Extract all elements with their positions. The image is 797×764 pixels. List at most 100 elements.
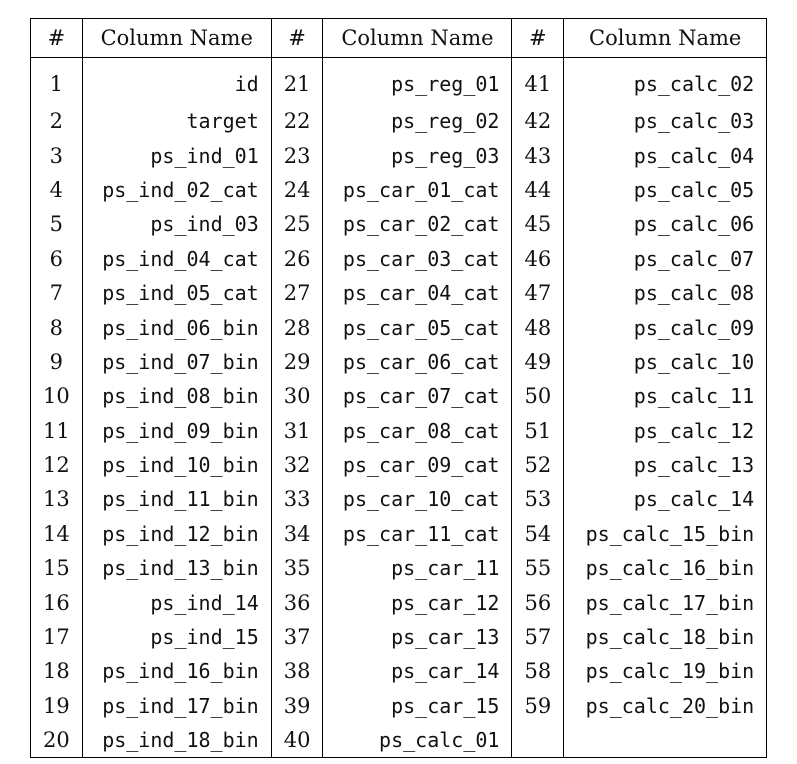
column-name-cell: ps_car_07_cat [322, 379, 513, 414]
row-index-cell: 16 [30, 585, 83, 620]
column-name-cell: ps_car_15 [322, 688, 513, 724]
row-index-cell: 35 [270, 551, 324, 586]
row-index-cell: 57 [511, 619, 565, 655]
row-index-cell: 39 [270, 688, 324, 724]
row-index-cell: 12 [30, 447, 83, 483]
row-index-cell: 32 [270, 447, 324, 483]
row-index-cell: 27 [270, 275, 324, 311]
column-name-cell: ps_car_10_cat [322, 482, 513, 517]
row-index-cell: 25 [270, 207, 324, 242]
header-column-name-3: Column Name [563, 18, 768, 58]
column-name-cell: ps_ind_14 [81, 585, 272, 620]
column-name-cell: ps_calc_10 [563, 344, 768, 380]
row-index-cell: 6 [30, 241, 83, 276]
row-index-cell: 40 [270, 723, 324, 759]
column-name-cell: ps_calc_02 [563, 57, 768, 104]
row-index-cell: 19 [30, 688, 83, 724]
column-name-cell: ps_calc_01 [322, 723, 513, 759]
column-name-cell: ps_ind_09_bin [81, 413, 272, 448]
column-name-cell: ps_ind_11_bin [81, 482, 272, 517]
column-name-cell: ps_calc_13 [563, 447, 768, 483]
row-index-cell: 5 [30, 207, 83, 242]
column-name-cell: ps_calc_19_bin [563, 654, 768, 689]
row-index-cell: 36 [270, 585, 324, 620]
column-name-cell: target [81, 104, 272, 139]
row-index-cell: 42 [511, 104, 565, 139]
row-index-cell: 15 [30, 551, 83, 586]
row-index-cell: 54 [511, 516, 565, 552]
column-name-table-container: # Column Name # Column Name # Column Nam… [30, 18, 768, 759]
row-index-cell: 8 [30, 310, 83, 345]
row-index-cell: 23 [270, 138, 324, 173]
column-name-cell: ps_calc_12 [563, 413, 768, 448]
column-name-cell: ps_ind_05_cat [81, 275, 272, 311]
row-index-cell: 48 [511, 310, 565, 345]
row-index-cell: 28 [270, 310, 324, 345]
column-name-cell: ps_ind_07_bin [81, 344, 272, 380]
table-header: # Column Name # Column Name # Column Nam… [30, 18, 768, 58]
column-name-cell: ps_car_14 [322, 654, 513, 689]
column-name-cell: ps_ind_18_bin [81, 723, 272, 759]
column-name-cell: ps_calc_15_bin [563, 516, 768, 552]
row-index-cell: 38 [270, 654, 324, 689]
row-index-cell [511, 723, 565, 759]
row-index-cell: 11 [30, 413, 83, 448]
column-name-cell: ps_ind_08_bin [81, 379, 272, 414]
row-index-cell: 21 [270, 57, 324, 104]
row-index-cell: 49 [511, 344, 565, 380]
row-index-cell: 52 [511, 447, 565, 483]
row-index-cell: 4 [30, 172, 83, 208]
column-name-cell: ps_ind_13_bin [81, 551, 272, 586]
column-name-cell [563, 723, 768, 759]
row-index-cell: 18 [30, 654, 83, 689]
row-index-cell: 22 [270, 104, 324, 139]
row-index-cell: 33 [270, 482, 324, 517]
column-name-cell: ps_calc_09 [563, 310, 768, 345]
column-name-cell: ps_calc_20_bin [563, 688, 768, 724]
row-index-cell: 53 [511, 482, 565, 517]
column-name-cell: ps_ind_12_bin [81, 516, 272, 552]
column-name-cell: ps_car_05_cat [322, 310, 513, 345]
header-row: # Column Name # Column Name # Column Nam… [30, 18, 768, 58]
column-name-cell: ps_ind_06_bin [81, 310, 272, 345]
column-name-cell: ps_ind_02_cat [81, 172, 272, 208]
row-index-cell: 14 [30, 516, 83, 552]
column-name-cell: ps_calc_04 [563, 138, 768, 173]
column-name-cell: ps_car_04_cat [322, 275, 513, 311]
row-index-cell: 3 [30, 138, 83, 173]
column-name-table: # Column Name # Column Name # Column Nam… [30, 18, 768, 759]
header-column-name-1: Column Name [81, 18, 272, 58]
row-index-cell: 43 [511, 138, 565, 173]
column-name-cell: ps_ind_17_bin [81, 688, 272, 724]
row-index-cell: 37 [270, 619, 324, 655]
row-index-cell: 31 [270, 413, 324, 448]
column-name-cell: ps_ind_15 [81, 619, 272, 655]
column-name-cell: ps_calc_16_bin [563, 551, 768, 586]
column-name-cell: ps_car_11 [322, 551, 513, 586]
row-index-cell: 13 [30, 482, 83, 517]
column-name-cell: ps_car_06_cat [322, 344, 513, 380]
row-index-cell: 55 [511, 551, 565, 586]
column-name-cell: ps_car_09_cat [322, 447, 513, 483]
row-index-cell: 20 [30, 723, 83, 759]
column-name-cell: ps_calc_11 [563, 379, 768, 414]
row-index-cell: 51 [511, 413, 565, 448]
row-index-cell: 24 [270, 172, 324, 208]
column-name-cell: ps_car_03_cat [322, 241, 513, 276]
row-index-cell: 10 [30, 379, 83, 414]
column-name-cell: ps_ind_01 [81, 138, 272, 173]
column-name-cell: ps_car_13 [322, 619, 513, 655]
row-index-cell: 1 [30, 57, 83, 104]
row-index-cell: 46 [511, 241, 565, 276]
